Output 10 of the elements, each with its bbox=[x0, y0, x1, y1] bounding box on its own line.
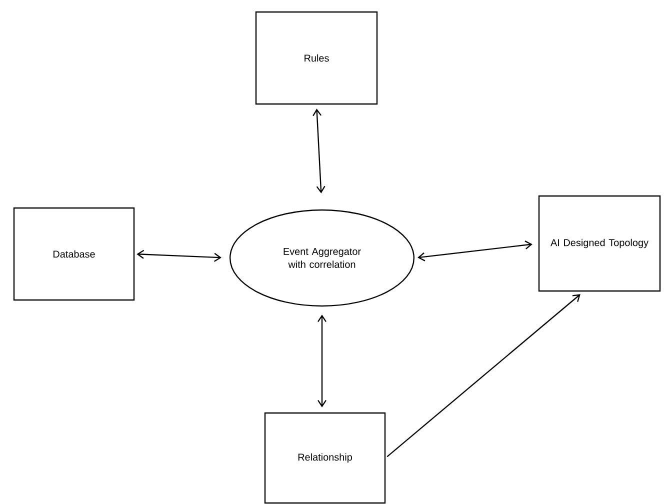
process-box: Relationship bbox=[264, 412, 386, 504]
arrow bbox=[386, 294, 580, 458]
process-box: AI Designed Topology bbox=[538, 195, 661, 292]
ellipse-node: Event Aggregator with correlation bbox=[229, 209, 415, 307]
process-box: Rules bbox=[255, 11, 378, 105]
process-box: Database bbox=[13, 207, 135, 301]
arrow bbox=[418, 240, 532, 262]
arrow bbox=[318, 314, 326, 408]
arrow bbox=[136, 250, 222, 262]
arrow bbox=[312, 108, 326, 194]
